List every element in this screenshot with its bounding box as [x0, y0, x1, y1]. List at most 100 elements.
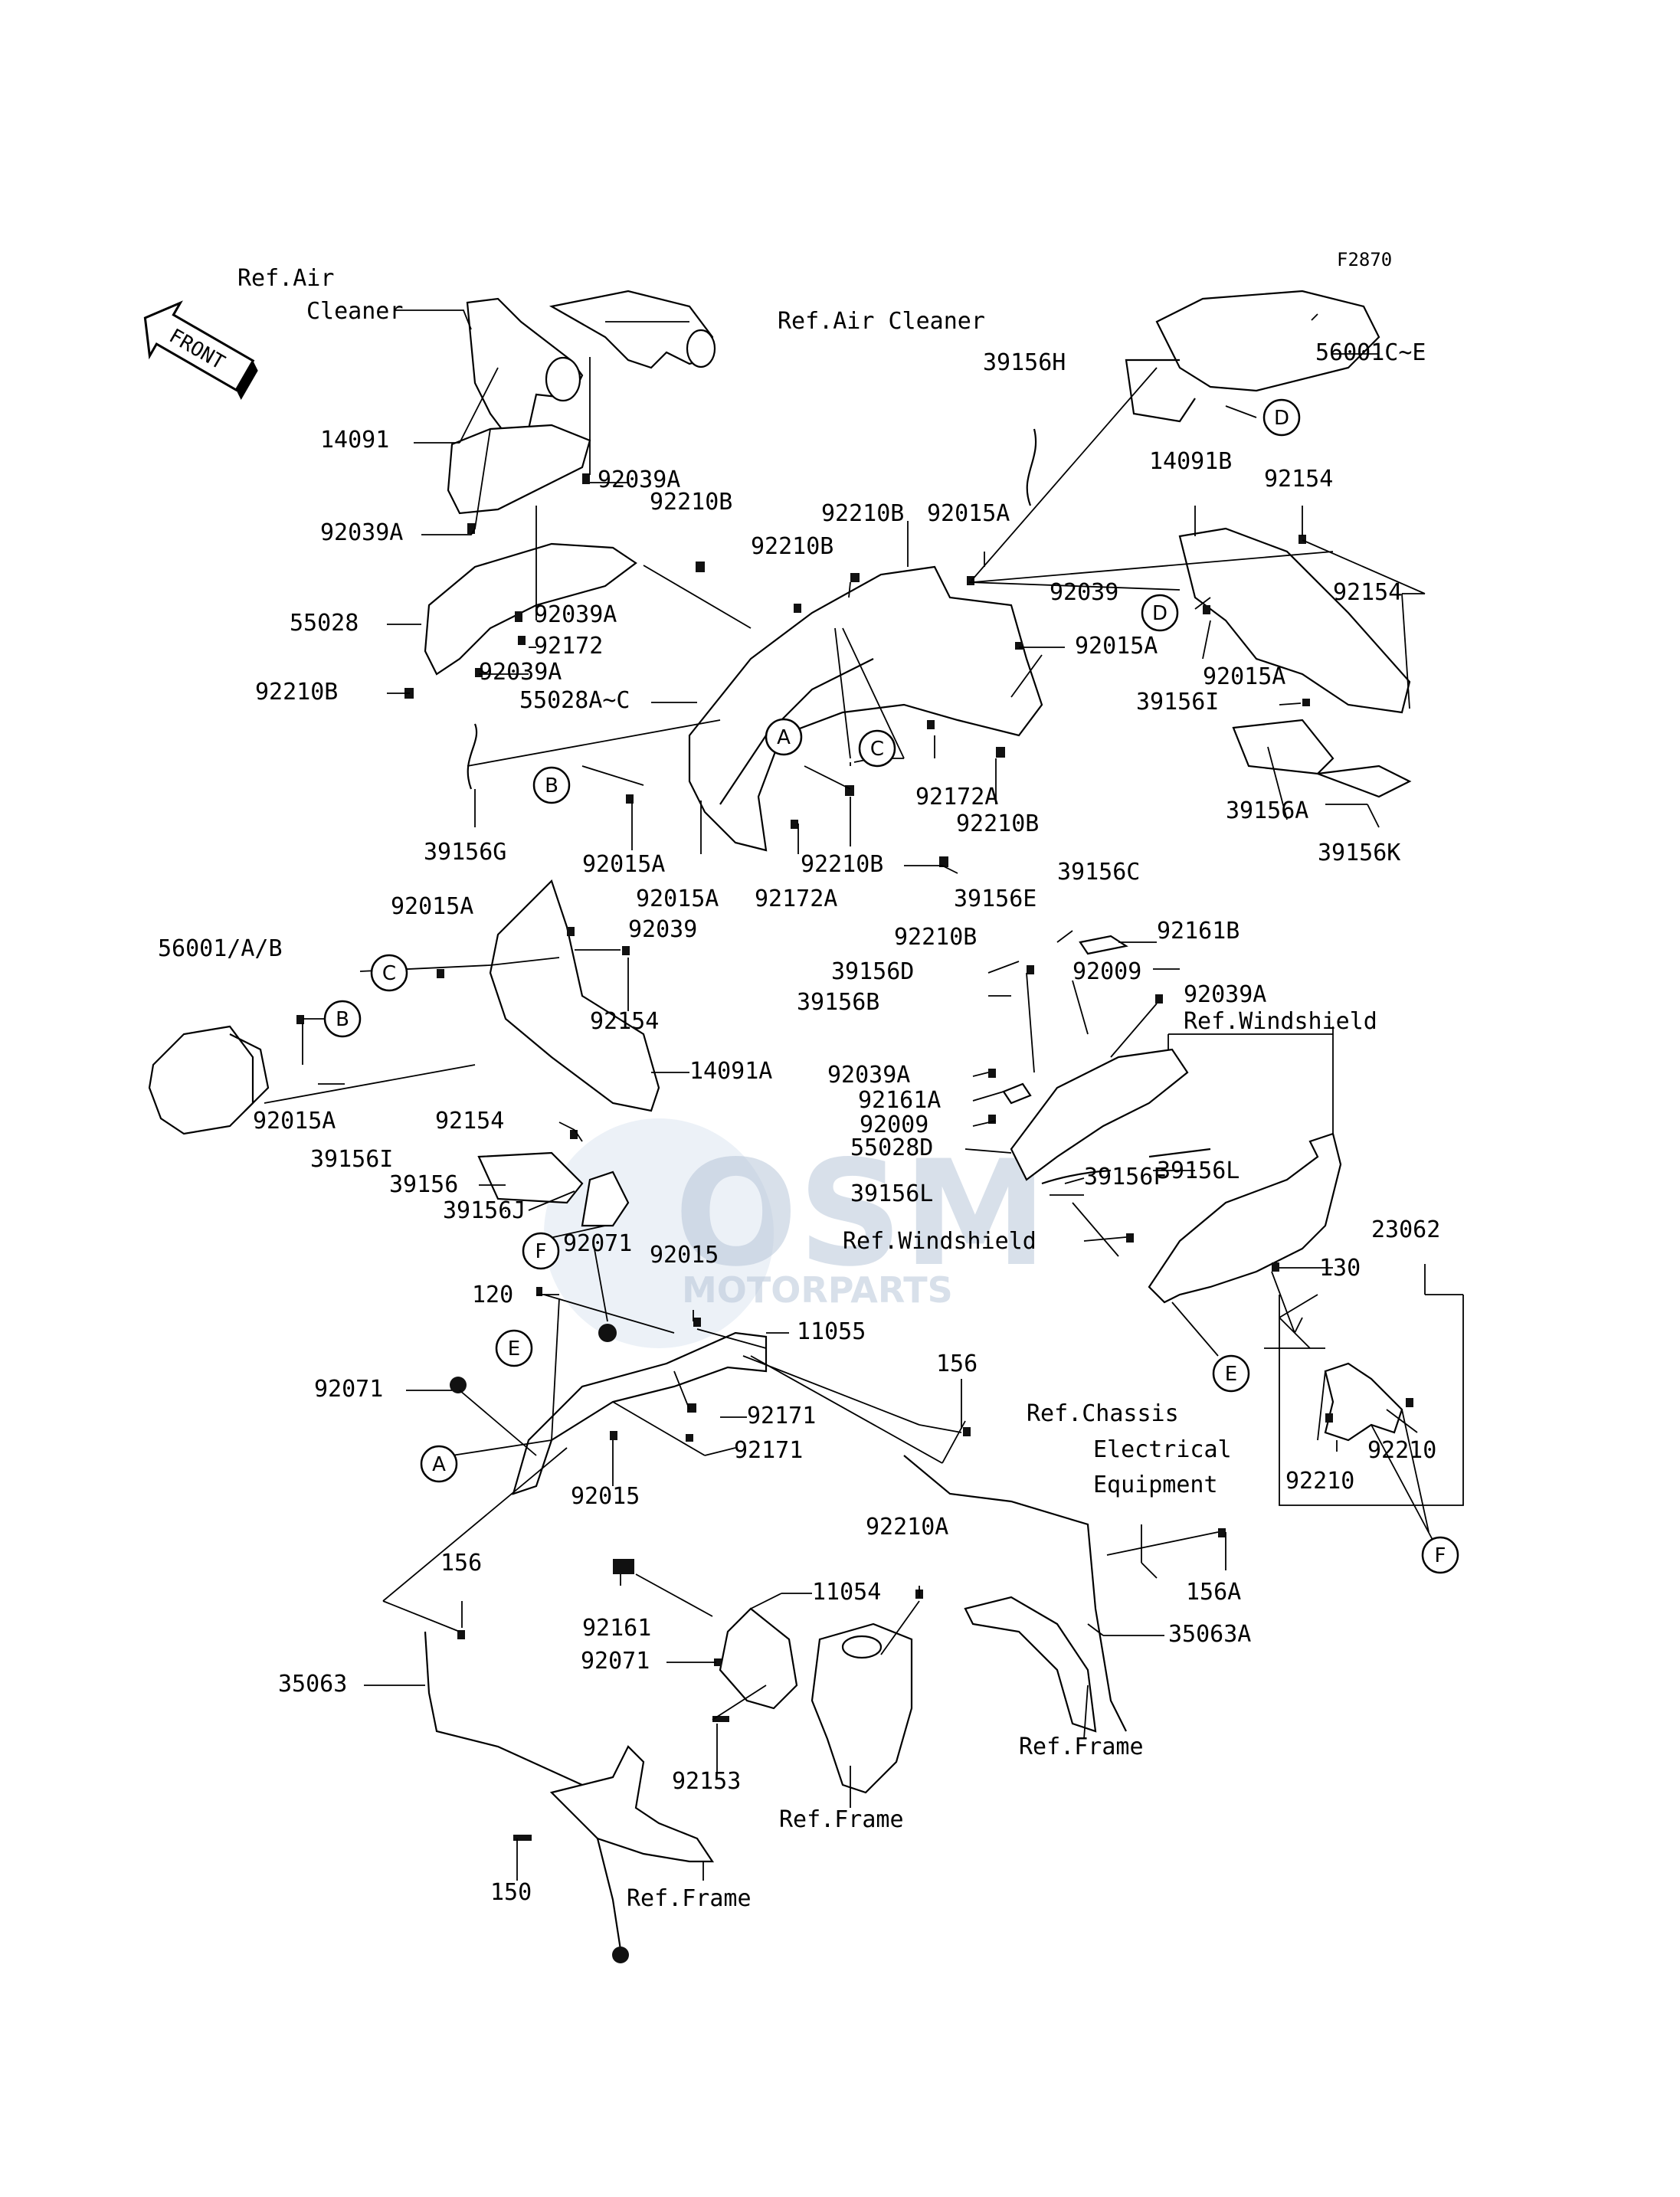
plate-39156 [477, 1151, 584, 1204]
cover-14091 [447, 424, 591, 515]
label-92015-2: 92015 [571, 1483, 640, 1510]
label-39156L-2: 39156L [850, 1180, 933, 1207]
svg-text:A: A [777, 726, 791, 749]
label-92009-2: 92009 [860, 1112, 928, 1138]
label-92015A-4: 92015A [1075, 633, 1158, 660]
fairing-55028A-C [688, 565, 1043, 852]
label-156A: 156A [1186, 1579, 1241, 1606]
label-92172A-2: 92172A [915, 784, 998, 810]
air-duct-right [549, 290, 714, 369]
housing-center [811, 1622, 913, 1794]
panel-14091A [489, 879, 660, 1112]
label-92015A-2: 92015A [636, 886, 719, 912]
label-56001AB: 56001/A/B [158, 935, 283, 962]
callout-e-mid: E [495, 1329, 533, 1367]
label-ref-frame-2: Ref.Frame [779, 1806, 904, 1833]
label-23062: 23062 [1371, 1216, 1440, 1243]
watermark-sub: MOTORPARTS [682, 1269, 953, 1311]
label-92210-1: 92210 [1367, 1437, 1436, 1464]
label-156-1: 156 [936, 1351, 978, 1377]
label-39156C: 39156C [1057, 859, 1140, 886]
stay-11055 [512, 1331, 768, 1495]
label-35063A: 35063A [1168, 1621, 1251, 1648]
label-92015A-7: 92015A [253, 1108, 336, 1135]
callout-f-right: F [1421, 1536, 1459, 1574]
label-92171-2: 92171 [734, 1437, 803, 1464]
svg-text:E: E [508, 1338, 520, 1360]
label-92154-1: 92154 [1264, 466, 1333, 493]
label-150: 150 [490, 1879, 532, 1906]
part-labels: Ref.Air Cleaner Ref.Air Cleaner 14091 92… [158, 265, 1440, 1912]
label-39156A: 39156A [1226, 797, 1308, 824]
watermark-brand: OSM [674, 1129, 1047, 1298]
callout-a-left: A [420, 1445, 458, 1483]
label-92210B-6: 92210B [956, 810, 1039, 837]
label-55028D: 55028D [850, 1135, 933, 1161]
mirror-left [148, 1025, 254, 1135]
bar-35063A [903, 1455, 1127, 1732]
bolts [296, 473, 1413, 1963]
label-92039A-1: 92039A [598, 467, 680, 493]
label-92039A-5: 92039A [1184, 981, 1266, 1008]
stay-11054 [719, 1607, 798, 1710]
label-11054: 11054 [812, 1579, 881, 1606]
label-56001C-E: 56001C~E [1315, 339, 1426, 366]
label-ref-frame-1: Ref.Frame [1019, 1734, 1144, 1760]
label-39156I-1: 39156I [1136, 689, 1219, 715]
svg-text:E: E [1225, 1363, 1237, 1386]
label-92015A-6: 92015A [391, 893, 473, 920]
part-drawings [148, 290, 1412, 1950]
label-35063: 35063 [278, 1671, 347, 1698]
label-156-2: 156 [440, 1550, 482, 1577]
label-92154-4: 92154 [435, 1108, 504, 1135]
label-92039-2: 92039 [628, 916, 697, 943]
label-39156F: 39156F [1084, 1164, 1167, 1190]
label-92210B-4: 92210B [821, 500, 904, 527]
svg-text:D: D [1274, 407, 1289, 430]
label-92210A: 92210A [866, 1514, 948, 1541]
label-ref-air-cleaner-2: Ref.Air Cleaner [778, 308, 985, 335]
svg-text:C: C [870, 738, 884, 761]
panel-55028 [424, 542, 637, 676]
svg-text:F: F [535, 1240, 547, 1263]
svg-text:A: A [432, 1453, 446, 1476]
svg-text:C: C [382, 962, 396, 985]
bracket-23062 [1324, 1362, 1403, 1442]
strip-39156H [1026, 428, 1037, 506]
label-92172A-1: 92172A [755, 886, 837, 912]
leader-lines [264, 309, 1464, 1881]
label-92071-2: 92071 [314, 1376, 383, 1403]
label-39156G: 39156G [424, 839, 506, 866]
label-ref-frame-3: Ref.Frame [627, 1885, 752, 1912]
label-39156E: 39156E [954, 886, 1036, 912]
bracket-windshield [1148, 1132, 1342, 1304]
label-39156H: 39156H [983, 349, 1066, 376]
label-92015A-1: 92015A [582, 851, 665, 878]
svg-text:B: B [545, 774, 558, 797]
label-ref-windshield-2: Ref.Windshield [843, 1228, 1036, 1255]
label-92172: 92172 [534, 633, 603, 660]
label-92154-2: 92154 [1333, 579, 1402, 606]
label-14091B: 14091B [1149, 448, 1232, 475]
callout-b-left: B [323, 1000, 362, 1038]
callout-b-top: B [532, 766, 571, 804]
panel-55028D [1010, 1048, 1189, 1181]
label-92210-2: 92210 [1285, 1468, 1354, 1495]
label-39156: 39156 [389, 1171, 458, 1198]
label-92015-1: 92015 [650, 1242, 719, 1269]
label-ref-windshield-1: Ref.Windshield [1184, 1008, 1377, 1035]
figure-id: F2870 [1337, 249, 1392, 270]
label-92015A-3: 92015A [927, 500, 1010, 527]
label-92071-3: 92071 [581, 1648, 650, 1675]
label-92161A: 92161A [858, 1087, 941, 1114]
label-92154-3: 92154 [590, 1008, 659, 1035]
label-92039A-2: 92039A [320, 519, 403, 546]
label-11055: 11055 [797, 1318, 866, 1345]
cover-14091B [1178, 527, 1411, 714]
label-130: 130 [1319, 1255, 1361, 1282]
label-55028: 55028 [290, 610, 359, 637]
label-92161B: 92161B [1157, 918, 1240, 945]
label-92161: 92161 [582, 1615, 651, 1642]
bar-35063 [424, 1631, 622, 1950]
